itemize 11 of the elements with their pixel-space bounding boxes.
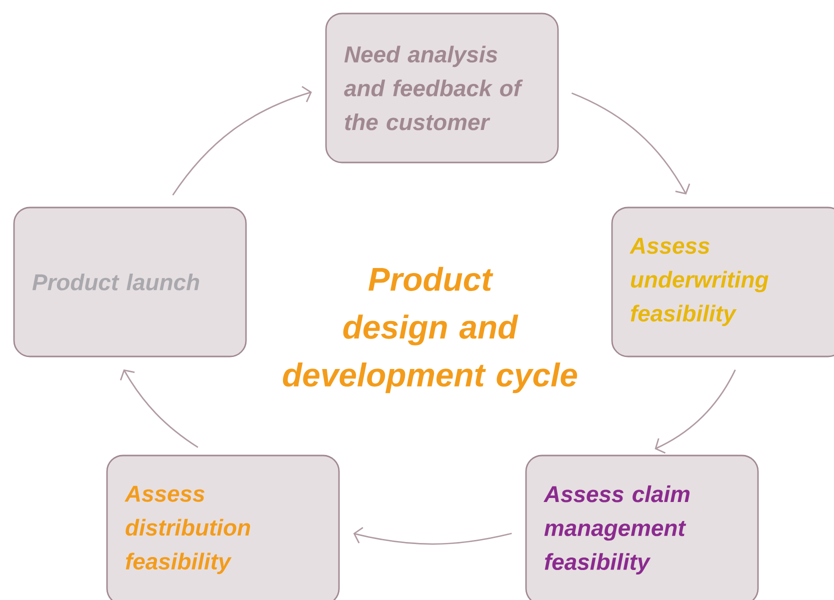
process-box: Product launch [13,206,247,358]
arrow [654,370,736,454]
arrow [120,369,198,448]
process-box: Need analysis and feedback of the customer [325,12,559,164]
arrow [353,526,512,545]
title: Product design and development cycle [282,266,578,394]
process-box: Assess distribution feasibility [106,454,340,600]
arrow [571,92,690,194]
process-box: Assess claim management feasibility [525,454,759,600]
process-box: Assess underwriting feasibility [611,206,834,358]
arrow [172,86,312,196]
